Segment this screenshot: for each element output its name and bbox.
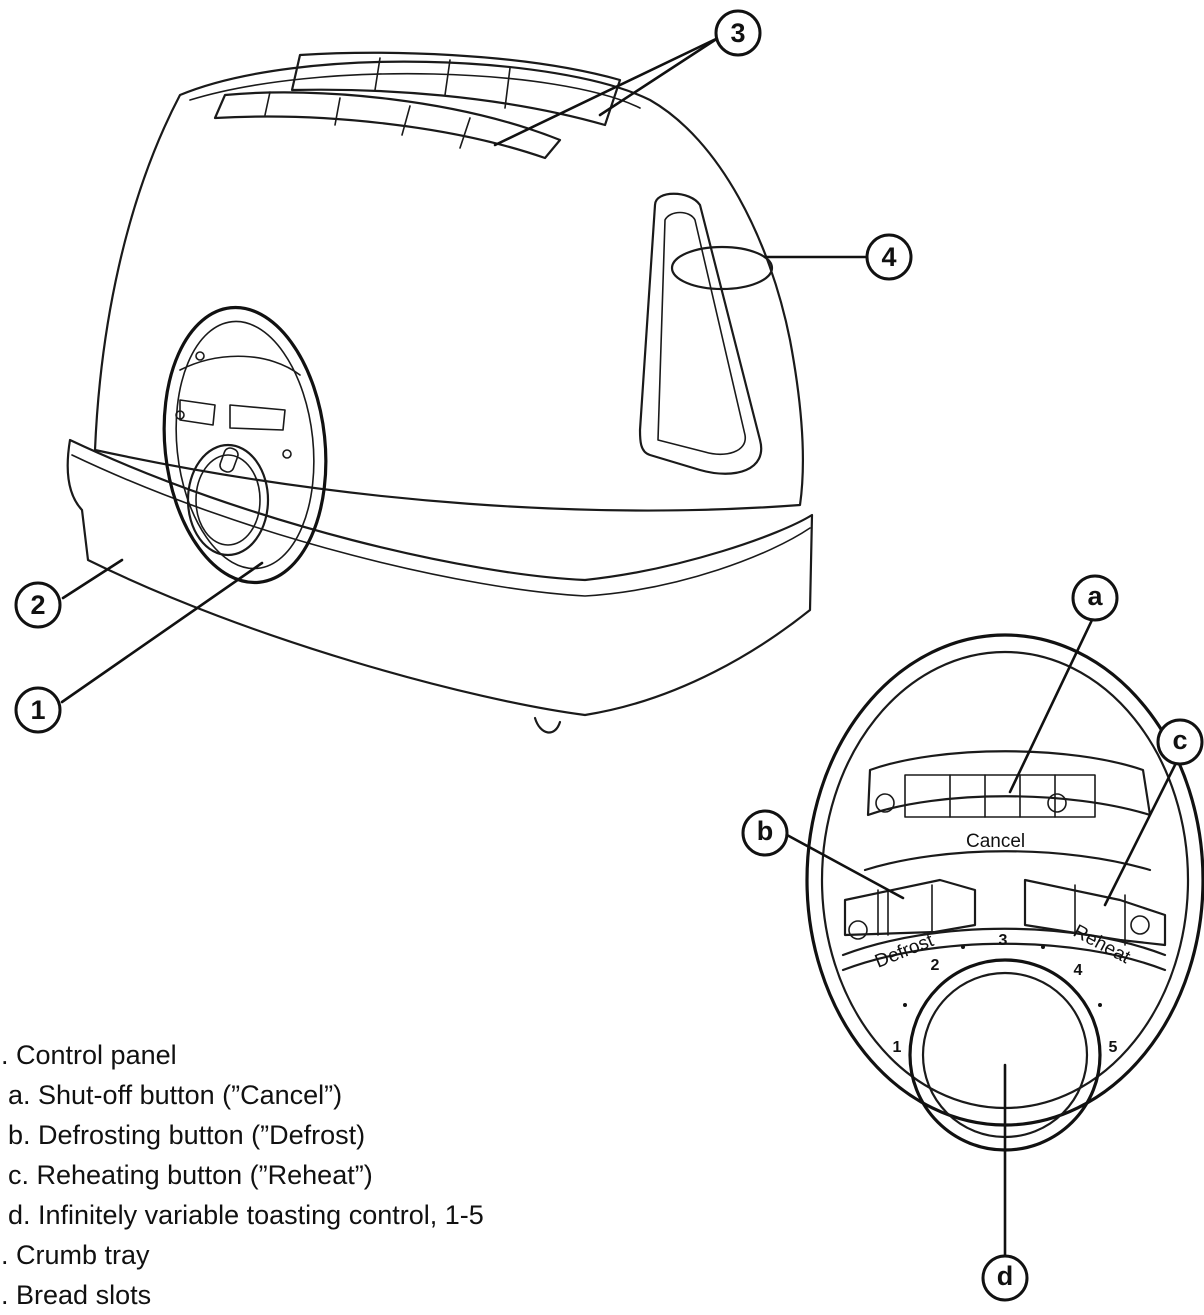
dial-number-2: 2 [931, 957, 940, 974]
control-panel-small [162, 305, 328, 585]
legend-item-cancel: a. Shut-off button (”Cancel”) [8, 1080, 343, 1110]
svg-text:2: 2 [30, 590, 45, 620]
crumb-tray-base [66, 438, 814, 717]
callout-2: 2 [14, 581, 62, 629]
bread-slots [213, 51, 622, 160]
callout-c: c [1156, 718, 1204, 766]
legend-item-defrost: b. Defrosting button (”Defrost) [8, 1120, 366, 1150]
dial-number-3: 3 [999, 932, 1008, 949]
callout-1: 1 [14, 686, 62, 734]
dial-number-4: 4 [1074, 962, 1083, 979]
legend-item-control-panel: 1. Control panel [0, 1040, 177, 1070]
dial-number-5: 5 [1109, 1039, 1118, 1056]
svg-text:1: 1 [30, 695, 45, 725]
reheat-button [1023, 878, 1167, 947]
callout-3: 3 [714, 9, 762, 57]
toaster-illustration [66, 51, 814, 734]
defrost-button [843, 878, 977, 940]
legend-item-bread-slots: 3. Bread slots [0, 1280, 152, 1310]
svg-text:c: c [1172, 725, 1187, 755]
callout-b: b [741, 809, 789, 857]
cancel-label: Cancel [966, 831, 1025, 852]
svg-text:3: 3 [730, 18, 745, 48]
svg-text:d: d [997, 1261, 1014, 1291]
lever-knob [670, 245, 774, 291]
callout-4: 4 [865, 233, 913, 281]
callout-d: d [981, 1254, 1029, 1302]
svg-text:4: 4 [881, 242, 896, 272]
leader-lines [60, 36, 1177, 1257]
legend-item-reheat: c. Reheating button (”Reheat”) [8, 1160, 373, 1190]
dial-number-1: 1 [893, 1039, 902, 1056]
parts-legend: 1. Control panel a. Shut-off button (”Ca… [0, 1035, 484, 1315]
svg-text:b: b [757, 816, 774, 846]
svg-text:a: a [1087, 581, 1103, 611]
legend-item-crumb-tray: 2. Crumb tray [0, 1240, 150, 1270]
cancel-button [875, 774, 1096, 818]
callout-a: a [1071, 574, 1119, 622]
defrost-label: Defrost [872, 930, 937, 973]
lever [638, 192, 774, 475]
toaster-body [93, 60, 805, 512]
legend-item-toasting-control: d. Infinitely variable toasting control,… [8, 1200, 484, 1230]
